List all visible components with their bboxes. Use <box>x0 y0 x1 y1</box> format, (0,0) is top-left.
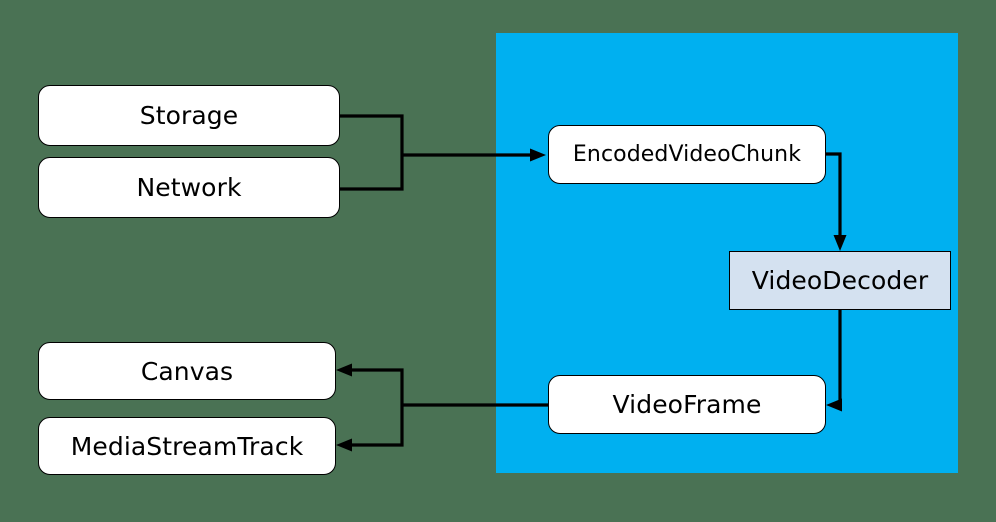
node-mediastreamtrack[interactable]: MediaStreamTrack <box>38 417 336 475</box>
node-encodedvideochunk[interactable]: EncodedVideoChunk <box>548 125 826 184</box>
node-videodecoder[interactable]: VideoDecoder <box>729 251 951 310</box>
node-storage-label: Storage <box>139 101 239 130</box>
node-network-label: Network <box>136 173 242 202</box>
node-mediastreamtrack-label: MediaStreamTrack <box>70 431 304 461</box>
node-videoframe-label: VideoFrame <box>612 390 762 419</box>
node-videodecoder-label: VideoDecoder <box>751 266 929 295</box>
node-canvas-label: Canvas <box>140 356 234 386</box>
node-canvas[interactable]: Canvas <box>38 342 336 400</box>
node-network[interactable]: Network <box>38 157 340 218</box>
node-encodedvideochunk-label: EncodedVideoChunk <box>572 141 802 167</box>
node-videoframe[interactable]: VideoFrame <box>548 375 826 434</box>
node-storage[interactable]: Storage <box>38 85 340 146</box>
